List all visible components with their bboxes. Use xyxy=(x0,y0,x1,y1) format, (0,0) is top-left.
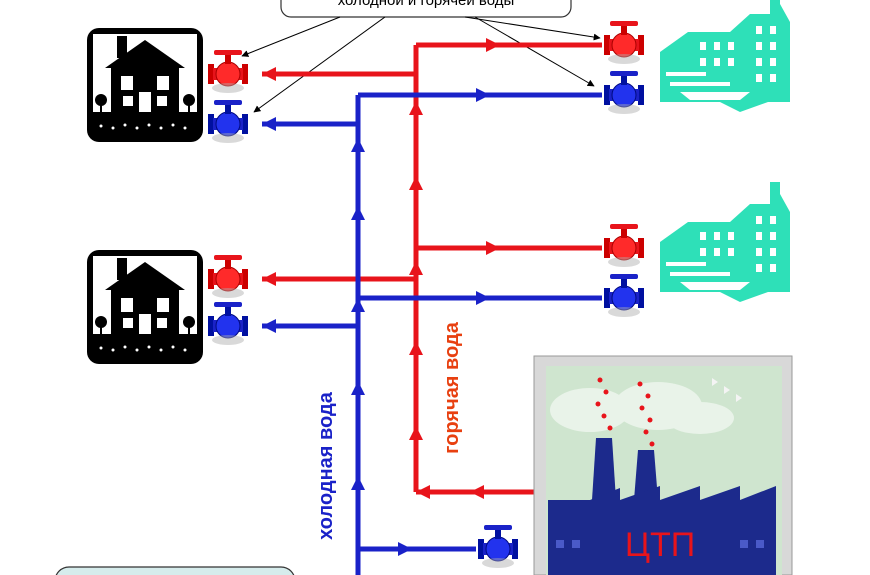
hot-valve-icon xyxy=(603,20,645,65)
cold-valve-icon xyxy=(207,301,249,346)
house-icon xyxy=(87,28,203,142)
callout-pointers xyxy=(241,16,601,113)
bottom-left-box xyxy=(55,566,295,575)
cold-water-label: холодная вода xyxy=(315,391,337,540)
cold-valve-icon xyxy=(603,273,645,318)
callout-text: холодной и горячей воды xyxy=(338,0,515,9)
cold-flow-arrows xyxy=(262,88,490,556)
cold-valve-icon xyxy=(477,524,519,569)
office-building-icon xyxy=(660,182,790,302)
cold-valve-icon xyxy=(207,99,249,144)
callout-box xyxy=(280,0,572,18)
house-icon xyxy=(87,250,203,364)
office-building-icon xyxy=(660,0,790,112)
hot-valve-icon xyxy=(603,223,645,268)
factory-icon xyxy=(533,355,793,575)
hot-flow-arrows xyxy=(262,38,500,499)
hot-water-label: горячая вода xyxy=(441,321,463,454)
cold-valve-icon xyxy=(603,70,645,115)
hot-valve-icon xyxy=(207,254,249,299)
hot-valve-icon xyxy=(207,49,249,94)
station-label: ЦТП xyxy=(625,526,695,564)
